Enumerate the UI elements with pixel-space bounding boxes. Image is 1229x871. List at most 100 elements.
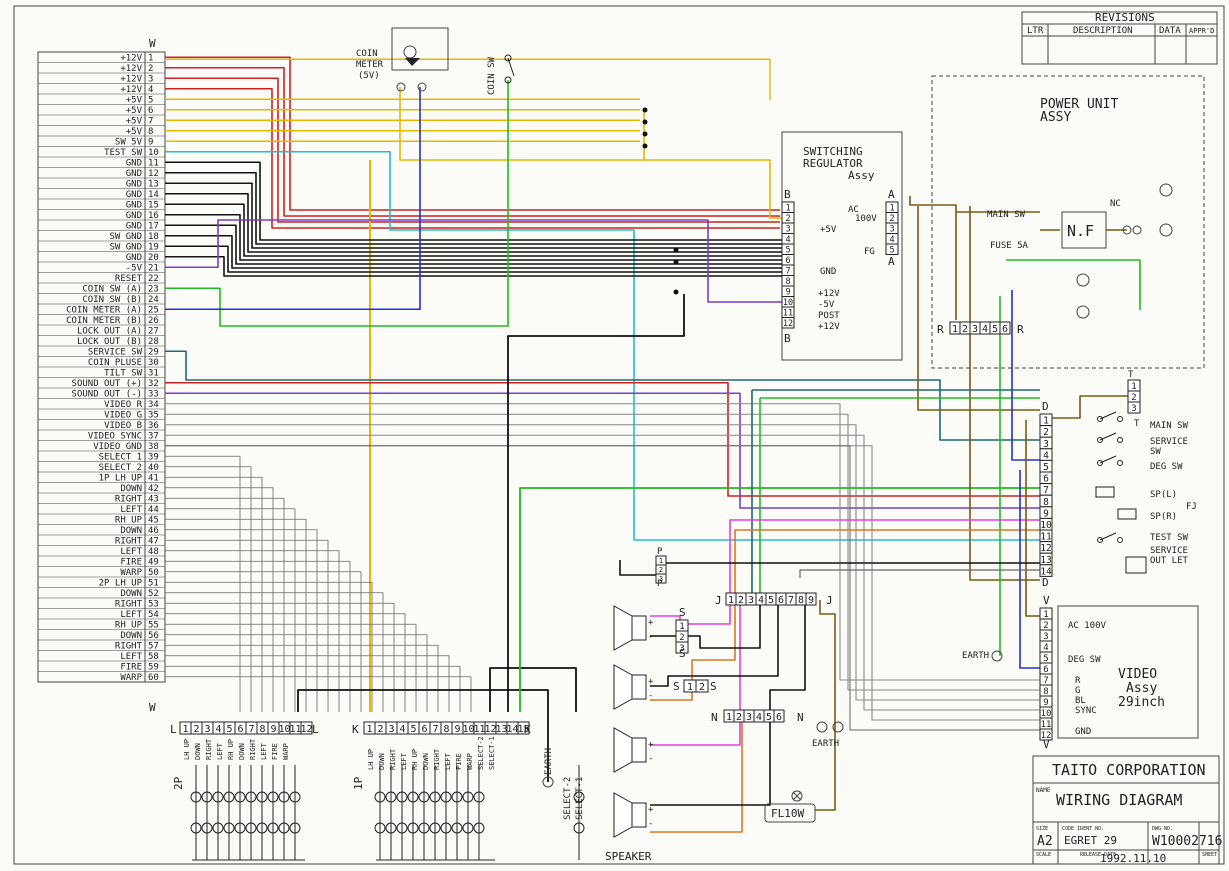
size-header: SIZE [1036, 826, 1048, 832]
w-pin-label: -5V [126, 264, 143, 274]
k-pin-label: DOWN [378, 753, 386, 770]
connJ-pin-number: 1 [728, 595, 734, 606]
coin-sw-label: COIN SW [487, 56, 497, 95]
connP-pin-number: 3 [659, 575, 663, 583]
connS-pin-number: 2 [679, 633, 684, 643]
l-pin-label: RH UP [227, 739, 235, 760]
video-title-2: Assy [1126, 681, 1157, 696]
wire [165, 560, 351, 712]
w-pin-label: +12V [120, 75, 142, 85]
connD-pin-number: 6 [1043, 474, 1049, 485]
connector-n-left: N [711, 711, 718, 724]
select-2-label: SELECT-2 [563, 777, 573, 820]
wire [165, 634, 428, 712]
connector-w-label-bottom: W [149, 701, 156, 714]
wire [1040, 395, 1130, 419]
w-pin-number: 19 [148, 243, 159, 253]
regB-pin-number: 5 [785, 246, 790, 256]
drawing-title: WIRING DIAGRAM [1056, 791, 1182, 809]
connN-pin [773, 709, 785, 723]
w-pin-label: GND [126, 211, 142, 221]
connP-pin-number: 2 [659, 566, 663, 574]
w-pin-label: SELECT 2 [99, 463, 142, 473]
w-pin-label: RIGHT [115, 642, 143, 652]
noise-filter [1061, 211, 1107, 249]
connJ-pin-number: 5 [768, 595, 774, 606]
revisions-table: REVISIONS LTR DESCRIPTION DATA APPR'D [1021, 11, 1218, 65]
switch-contact [407, 822, 419, 834]
w-pin-label: RIGHT [115, 600, 143, 610]
wire [165, 413, 1040, 691]
connector-t: 123 [1127, 379, 1141, 414]
wire [165, 224, 782, 265]
wire [165, 508, 296, 712]
connN-pin-number: 6 [776, 712, 782, 723]
connK-pin-number: 9 [454, 724, 460, 735]
switch-contact [429, 822, 441, 834]
connJ-pin-number: 8 [798, 595, 804, 606]
w-pin-number: 11 [148, 159, 159, 169]
w-pin-label: LEFT [120, 505, 142, 515]
switch-contact [440, 822, 452, 834]
switch-contact [396, 822, 408, 834]
w-pin-label: VIDEO GND [93, 442, 142, 452]
w-pin-label: +5V [126, 96, 143, 106]
l-pin-label: RIGHT [249, 738, 257, 760]
d-fj: FJ [1186, 502, 1197, 512]
wire [165, 213, 782, 261]
w-pin-number: 40 [148, 463, 159, 473]
speaker-plus: + [648, 805, 654, 815]
switch-contact [451, 791, 463, 803]
connK-pin-number: 2 [377, 724, 383, 735]
connD-pin-number: 2 [1043, 427, 1049, 438]
wire [165, 466, 252, 712]
switch-contact [451, 822, 463, 834]
w-pin-number: 34 [148, 400, 159, 410]
wire [297, 689, 549, 782]
connL-pin-number: 5 [226, 724, 232, 735]
w-pin-number: 52 [148, 589, 159, 599]
switch-contact [418, 822, 430, 834]
connV-pin-number: 10 [1041, 709, 1052, 719]
connD-pin-number: 13 [1040, 555, 1052, 566]
dwg-header: DWG NO. [1152, 826, 1173, 832]
connector-v-label-bottom: V [1043, 738, 1050, 751]
connL-pin-number: 10 [278, 724, 290, 735]
earth-label-1: EARTH [962, 651, 989, 661]
connV-pin-number: 7 [1043, 676, 1048, 686]
video-g: G [1075, 686, 1080, 696]
connR-pin-number: 3 [972, 324, 978, 335]
switch-contact [201, 822, 213, 834]
wire [165, 219, 782, 303]
w-pin-label: COIN METER (A) [66, 306, 142, 316]
wire [1019, 470, 1040, 669]
w-pin-number: 9 [148, 138, 153, 148]
speaker-minus: - [648, 632, 653, 642]
wire [165, 665, 461, 712]
control-switches [190, 765, 585, 861]
w-pin-label: VIDEO B [104, 421, 142, 431]
regB-pin-number: 8 [785, 277, 790, 287]
w-pin-number: 56 [148, 631, 159, 641]
switching-regulator-b-bottom: B [784, 332, 791, 345]
regB-pin [781, 317, 795, 329]
wire [165, 487, 274, 712]
switch-contact [278, 822, 290, 834]
w-pin-label: VIDEO R [104, 400, 143, 410]
w-pin-number: 43 [148, 495, 159, 505]
wire [165, 455, 241, 712]
connK-pin-number: 10 [462, 724, 474, 735]
w-pin-number: 58 [148, 652, 159, 662]
switching-regulator-b-top: B [784, 188, 791, 201]
w-pin-label: SW GND [109, 232, 142, 242]
regA-pin-number: 3 [889, 225, 894, 235]
w-pin-label: +12V [120, 54, 142, 64]
connector-t-label-top: T [1128, 370, 1134, 380]
connL-pin-number: 1 [182, 724, 188, 735]
switching-regulator-a-bottom: A [888, 255, 895, 268]
reg-out-neg5v: -5V [818, 300, 835, 310]
w-pin-number: 21 [148, 264, 159, 274]
wire [165, 171, 782, 245]
